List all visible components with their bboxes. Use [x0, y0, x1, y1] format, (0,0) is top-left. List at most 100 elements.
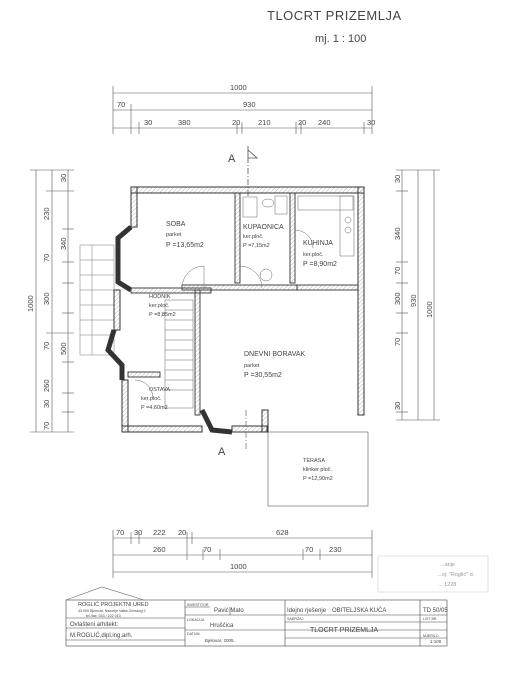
- kitchen-fixtures: [297, 195, 355, 257]
- dim-top-30b: 30: [367, 118, 375, 127]
- room-dnevni-boravak: DNEVNI BORAVAK parket P =30,55m2: [244, 351, 306, 379]
- drawing-scale: mj. 1 : 100: [315, 33, 367, 45]
- dim-top-20b: 20: [298, 118, 306, 127]
- room-name: DNEVNI BORAVAK: [244, 351, 306, 358]
- interior-stairs: [164, 299, 194, 409]
- date-label: DATUM: [187, 632, 200, 636]
- room-area: P =13,65m2: [166, 242, 204, 249]
- room-area: P =30,55m2: [244, 372, 282, 379]
- dim-right-70b: 70: [393, 338, 402, 346]
- dim-right-30b: 30: [393, 402, 402, 410]
- section-label-bottom: A: [218, 446, 226, 458]
- room-soba: SOBA parket P =13,65m2: [166, 221, 204, 249]
- dim-bottom-70b: 70: [305, 545, 313, 554]
- dim-top-240: 240: [318, 118, 331, 127]
- dim-left-30b: 30: [42, 400, 51, 408]
- dim-right-930: 930: [409, 294, 418, 307]
- page-title: TLOCRT PRIZEMLJA: [267, 8, 402, 23]
- right-dimensions: [396, 169, 440, 421]
- room-area: P =8,90m2: [303, 261, 337, 268]
- dim-right-30a: 30: [393, 175, 402, 183]
- room-area: P =4,60m2: [141, 405, 168, 411]
- room-hodnik: HODNIK ker.ploč. P =8,85m2: [149, 294, 176, 318]
- room-name: KUPAONICA: [243, 224, 284, 231]
- bottom-dimensions: [112, 530, 373, 578]
- dim-top-20a: 20: [232, 118, 240, 127]
- room-floor: ker.ploč.: [141, 396, 162, 402]
- content-label: SADRŽAJ: [287, 616, 304, 621]
- project-phase: Idejno rješenje: [287, 608, 327, 614]
- room-kupaonica: KUPAONICA ker.ploč. P =7,15m2: [243, 224, 284, 249]
- scale-label: MJERILO: [423, 634, 439, 638]
- dim-bottom-70a: 70: [203, 545, 211, 554]
- dim-bottom-70: 70: [116, 528, 124, 537]
- dim-left-1000: 1000: [26, 295, 35, 312]
- dim-left-70c: 70: [42, 422, 51, 430]
- dim-bottom-230: 230: [329, 545, 342, 554]
- dim-top-total: 1000: [230, 83, 247, 92]
- dim-right-340: 340: [393, 227, 402, 240]
- dim-top-930: 930: [243, 100, 256, 109]
- title-block: [65, 586, 448, 647]
- left-dimensions: [30, 169, 74, 433]
- company-address: 43 000 Bjelovar, Nazorije Vatke Zrinskog…: [78, 609, 146, 613]
- dim-bottom-222: 222: [153, 528, 166, 537]
- dim-top-210: 210: [258, 118, 271, 127]
- company-name: ROGLIĆ PROJEKTNI URED: [78, 601, 149, 608]
- dim-right-300: 300: [393, 292, 402, 305]
- dim-right-70a: 70: [393, 267, 402, 275]
- dim-bottom-20: 20: [178, 528, 186, 537]
- room-floor: ker.ploč.: [303, 252, 324, 258]
- top-dimensions: [112, 86, 373, 134]
- room-area: P =7,15m2: [243, 243, 270, 249]
- room-ostava: OSTAVA ker.ploč. P =4,60m2: [141, 387, 170, 411]
- dim-left-30: 30: [59, 174, 68, 182]
- room-name: OSTAVA: [149, 387, 170, 393]
- room-name: SOBA: [166, 221, 186, 228]
- room-terasa: TERASA klinker ploč. P =12,90m2: [303, 458, 333, 482]
- architect-name: M.ROGLIĆ,dipl.ing.arh.: [70, 632, 133, 639]
- dim-top-30a: 30: [144, 118, 152, 127]
- interior-walls: [127, 192, 359, 416]
- investor-label: INVESTITOR: [187, 603, 209, 607]
- scale-value: 1:100: [430, 639, 442, 644]
- dim-left-300: 300: [42, 292, 51, 305]
- room-floor: klinker ploč.: [303, 467, 333, 473]
- sheet-label: LIST BR.: [423, 617, 438, 621]
- dim-left-500: 500: [59, 342, 68, 355]
- room-name: KUHINJA: [303, 240, 333, 247]
- room-name: HODNIK: [149, 294, 171, 300]
- dim-left-230: 230: [42, 207, 51, 220]
- room-floor: ker.ploč.: [149, 303, 170, 309]
- section-label-top: A: [228, 153, 236, 165]
- stamp-line-1: ...anje: [440, 562, 455, 568]
- dim-left-70b: 70: [42, 342, 51, 350]
- dim-bottom-total: 1000: [230, 562, 247, 571]
- entrance-steps: [79, 244, 115, 356]
- dim-left-340: 340: [59, 237, 68, 250]
- dim-top-70: 70: [117, 100, 125, 109]
- room-floor: parket: [244, 363, 260, 369]
- architect-label: Ovlašteni arhitekt:: [70, 622, 118, 628]
- door-swings: [134, 229, 314, 399]
- faded-stamp: ...anje ...oj: "Roglić" d. ... 1228: [377, 555, 489, 593]
- room-area: P =12,90m2: [303, 476, 333, 482]
- drawing-number: TD 50/05: [423, 608, 448, 614]
- content-value: TLOCRT PRIZEMLJA: [310, 627, 379, 634]
- room-area: P =8,85m2: [149, 312, 176, 318]
- dim-top-380: 380: [178, 118, 191, 127]
- dim-right-1000: 1000: [425, 301, 434, 318]
- stamp-line-2: ...oj: "Roglić" d.: [437, 572, 475, 578]
- date-value: Bjelovar, 2005.: [205, 638, 235, 643]
- dim-bottom-30: 30: [134, 528, 142, 537]
- building-type: OBITELJSKA KUĆA: [332, 607, 386, 614]
- dim-left-260: 260: [42, 379, 51, 392]
- room-kuhinja: KUHINJA ker.ploč. P =8,90m2: [303, 240, 337, 268]
- exterior-walls: [105, 186, 365, 435]
- dim-left-70a: 70: [42, 254, 51, 262]
- location-value: Hrušćica: [210, 623, 234, 629]
- stamp-line-3: ... 1228: [438, 582, 456, 588]
- investor-name: Pavić Mato: [214, 608, 244, 614]
- room-floor: parket: [166, 232, 182, 238]
